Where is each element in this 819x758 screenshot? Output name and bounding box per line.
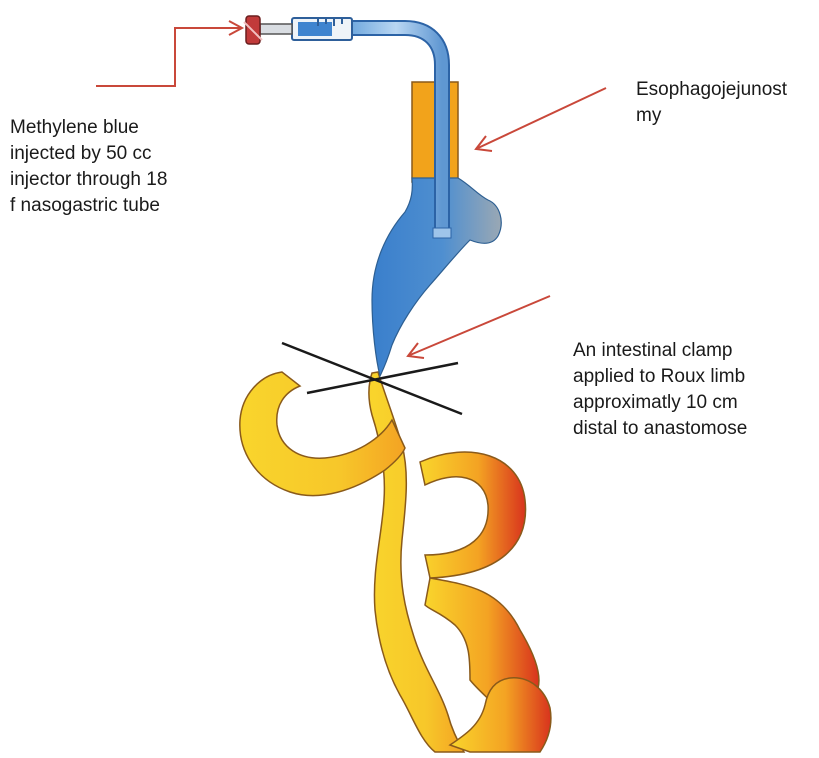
clamp-caption-line: An intestinal clamp [573, 338, 747, 364]
injection-caption: Methylene blue injected by 50 cc injecto… [10, 115, 167, 219]
anastomosis-caption-line: Esophagojejunost [636, 77, 787, 103]
injection-caption-line: Methylene blue [10, 115, 167, 141]
syringe-icon [244, 16, 352, 44]
pointer-arrow-injection [96, 21, 242, 86]
roux-limb-loop [420, 452, 526, 578]
clamp-caption-line: distal to anastomose [573, 416, 747, 442]
bowel-terminal-segment [450, 678, 551, 752]
pointer-arrow-clamp [408, 296, 550, 358]
clamp-caption: An intestinal clamp applied to Roux limb… [573, 338, 747, 442]
clamp-caption-line: approximatly 10 cm [573, 390, 747, 416]
injection-caption-line: injector through 18 [10, 167, 167, 193]
injection-caption-line: injected by 50 cc [10, 141, 167, 167]
anastomosis-caption-line: my [636, 103, 787, 129]
pointer-arrow-anastomosis [476, 88, 606, 151]
injection-caption-line: f nasogastric tube [10, 193, 167, 219]
clamp-caption-line: applied to Roux limb [573, 364, 747, 390]
anastomosis-caption: Esophagojejunost my [636, 77, 787, 129]
